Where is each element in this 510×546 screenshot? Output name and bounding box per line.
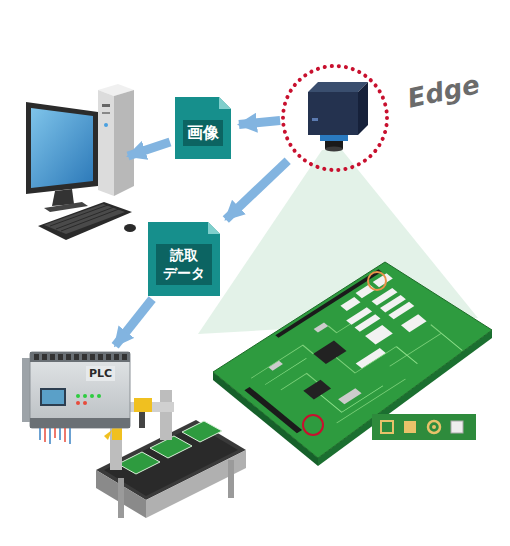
circuit-board-part-part	[314, 322, 329, 332]
plc-unit-part-part	[42, 354, 47, 360]
computer-part	[31, 108, 93, 188]
plc-unit-part-part	[50, 354, 55, 360]
flow-arrow	[226, 161, 288, 220]
circuit-board-part	[213, 262, 492, 458]
conveyor-part	[228, 460, 234, 498]
camera-node: Edge	[308, 84, 364, 146]
plc-unit-part	[34, 354, 127, 360]
circuit-board	[213, 262, 492, 466]
edge-camera-part	[312, 118, 318, 121]
conveyor-part	[182, 421, 222, 442]
plc-unit-part-part	[74, 354, 79, 360]
document-fold	[208, 222, 220, 234]
plc-unit-part-part	[90, 394, 94, 398]
circuit-board-part-part	[249, 288, 457, 434]
highlight-ring	[283, 66, 387, 170]
plc-unit-part-part	[114, 354, 119, 360]
document-icon: 画像	[175, 97, 231, 159]
plc-unit-part	[76, 394, 101, 398]
plc-unit-part	[30, 352, 130, 428]
conveyor-part	[134, 398, 152, 412]
plc-unit-part	[42, 390, 64, 404]
circuit-board-part-part	[313, 341, 346, 365]
plc-unit-part-part	[122, 354, 127, 360]
computer-part	[52, 189, 74, 206]
conveyor-part	[118, 478, 124, 518]
edge-camera-part	[308, 92, 358, 135]
plc-unit-part	[45, 428, 65, 442]
edge-camera-part	[320, 135, 348, 141]
plc-unit-part	[40, 388, 66, 406]
computer-part	[102, 112, 110, 114]
circuit-board-part-part	[356, 284, 376, 298]
computer-part	[50, 205, 119, 231]
circuit-board-part-part	[356, 348, 386, 369]
plc-unit-part-part	[58, 354, 63, 360]
edge-camera-part	[308, 82, 368, 92]
plc-unit-part-part	[82, 354, 87, 360]
computer	[26, 84, 136, 240]
circuit-board-part-part	[388, 302, 414, 320]
conveyor-part	[160, 390, 172, 440]
circuit-board-part-part	[401, 314, 427, 332]
circuit-board-part	[303, 415, 323, 435]
document-body	[175, 97, 231, 159]
plc-unit-part-part	[34, 354, 39, 360]
marker-strip-part	[451, 421, 463, 433]
plc-unit-part-part	[83, 394, 87, 398]
plc-unit-part-part	[97, 394, 101, 398]
computer-part	[98, 90, 114, 196]
document-fold	[219, 97, 231, 109]
plc-unit-part-part	[66, 354, 71, 360]
product-name: Edge	[405, 69, 482, 113]
circuit-board-part-part	[275, 269, 381, 338]
marker-strip-part	[381, 421, 393, 433]
computer-part	[114, 90, 134, 196]
flow-arrow	[115, 299, 152, 346]
computer-part	[124, 224, 136, 232]
marker-strip-part	[432, 425, 436, 429]
circuit-board-part-part	[340, 297, 360, 311]
plc-unit-part-part	[76, 401, 80, 405]
plc-node: PLC	[30, 352, 130, 428]
plc-unit-part	[40, 428, 70, 444]
flow-arrow	[128, 142, 170, 156]
document-label: 読取 データ	[156, 244, 212, 285]
edge-camera-part	[325, 147, 343, 152]
computer-part	[44, 204, 125, 234]
document-body	[148, 222, 220, 296]
plc-unit-part-part	[83, 401, 87, 405]
computer-part	[102, 104, 110, 107]
marker-strip-part	[428, 421, 440, 433]
conveyor-part	[104, 430, 112, 440]
device-label: PLC	[86, 366, 115, 381]
circuit-board-part-part	[365, 325, 393, 345]
document-icon: 読取 データ	[148, 222, 220, 296]
marker-strip	[372, 414, 476, 440]
computer-part	[38, 202, 132, 240]
plc-unit-part-part	[90, 354, 95, 360]
plc-unit-part-part	[98, 354, 103, 360]
marker-strip-part	[404, 421, 416, 433]
flow-arrow	[239, 120, 280, 124]
plc-unit-part	[76, 401, 87, 405]
plc-unit-part	[30, 418, 130, 428]
plc-unit	[22, 352, 130, 444]
marker-strip-part	[372, 414, 476, 440]
conveyor-part	[118, 452, 160, 474]
circuit-board-part-part	[303, 380, 331, 400]
edge-camera	[308, 82, 368, 152]
conveyor-part	[139, 412, 145, 428]
edge-camera-part	[358, 82, 368, 135]
circuit-board-part	[368, 272, 386, 290]
computer-part	[104, 123, 108, 127]
circuit-board-part-part	[244, 387, 302, 433]
plc-unit-part-part	[76, 394, 80, 398]
computer-part	[26, 102, 98, 194]
plc-unit-part-part	[106, 354, 111, 360]
document-label: 画像	[183, 120, 223, 146]
plc-unit-part	[30, 352, 130, 362]
